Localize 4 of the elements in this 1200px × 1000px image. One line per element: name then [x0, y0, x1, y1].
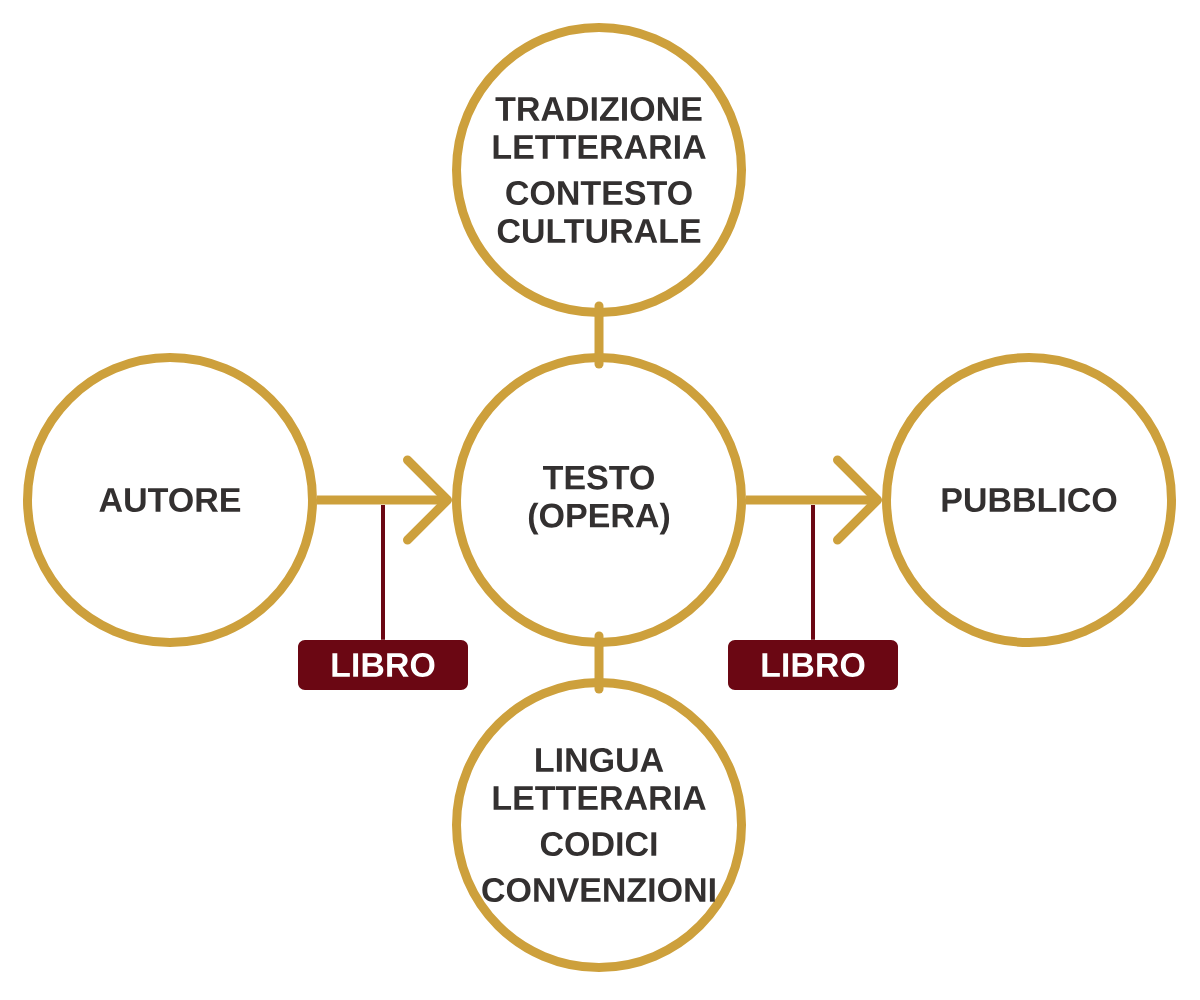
leader-line — [811, 505, 815, 640]
label-tag: LIBRO — [728, 640, 898, 690]
label-tag: LIBRO — [298, 640, 468, 690]
leader-line — [381, 505, 385, 640]
